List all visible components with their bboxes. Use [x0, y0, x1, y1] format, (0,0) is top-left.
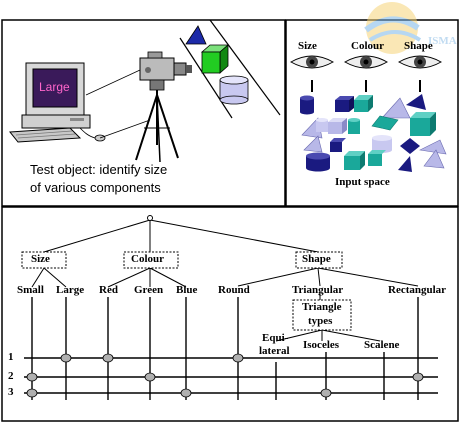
- tree-row-lines: [24, 357, 438, 394]
- input-space-label: Input space: [335, 176, 390, 188]
- shape-navy-cube: [335, 96, 354, 112]
- shape-lavender-cylinder-small: [316, 118, 328, 132]
- row-label-3: 3: [8, 386, 14, 398]
- group-label-shape: Shape: [302, 253, 331, 265]
- node-small-row2: [26, 372, 38, 382]
- shape-teal-cube-large: [410, 112, 436, 136]
- shape-navy-triangle-2: [398, 156, 412, 172]
- triangle-types-label-line2: types: [308, 315, 333, 327]
- shape-navy-small-cube: [330, 138, 346, 152]
- shape-teal-cube-3: [368, 150, 386, 166]
- node-isoceles-row3: [320, 388, 332, 398]
- node-red-row1: [102, 353, 114, 363]
- row-label-1: 1: [8, 351, 14, 363]
- group-label-colour: Colour: [131, 253, 164, 265]
- shape-navy-cylinder-large: [306, 152, 330, 172]
- size-eye-icon: [289, 55, 335, 92]
- row-label-2: 2: [8, 370, 14, 382]
- camera-tripod-icon: [85, 51, 192, 163]
- node-blue-row3: [180, 388, 192, 398]
- shape-group-box: [295, 251, 343, 269]
- value-label-red: Red: [99, 284, 118, 296]
- shape-teal-cube: [354, 95, 373, 112]
- group-label-size: Size: [31, 253, 50, 265]
- feature-label-shape: Shape: [404, 40, 433, 52]
- size-group-box: [21, 251, 67, 269]
- watermark-text: ISMA: [428, 35, 457, 47]
- value-label-triangular: Triangular: [292, 284, 344, 296]
- tree-vertical-lines: [31, 297, 419, 400]
- node-round-row1: [232, 353, 244, 363]
- node-large-row1: [60, 353, 72, 363]
- colour-group-box: [123, 251, 179, 269]
- subtype-label-scalene: Scalene: [364, 339, 400, 351]
- subtype-label-equilateral-line2: lateral: [259, 345, 290, 357]
- tree-root-node: [147, 215, 153, 221]
- subtype-label-equilateral-line1: Equi-: [262, 332, 289, 344]
- feature-label-colour: Colour: [351, 40, 384, 52]
- panel-test-object: [1, 19, 286, 207]
- monitor-screen-text: Large: [39, 80, 70, 94]
- shape-lavender-cube: [328, 118, 347, 134]
- watermark-logo: ISMA: [364, 2, 457, 54]
- panel-feature-tree: [1, 206, 459, 422]
- value-label-round: Round: [218, 284, 250, 296]
- shape-navy-diamond: [400, 138, 420, 154]
- shape-lavender-triangle: [381, 97, 411, 119]
- input-space-shapes: [300, 94, 447, 172]
- node-rectangular-row2: [412, 372, 424, 382]
- shape-lavender-triangle-2: [303, 135, 323, 153]
- test-object-caption-line2: of various components: [30, 180, 161, 195]
- value-label-large: Large: [56, 284, 85, 296]
- row-nodes: [26, 353, 424, 398]
- computer-icon: [9, 62, 106, 143]
- node-green-row2: [144, 372, 156, 382]
- shape-navy-triangle: [406, 94, 426, 110]
- shape-lavender-triangle-3: [423, 149, 445, 169]
- shape-eye-icon: [397, 55, 443, 92]
- shape-teal-cube-2: [344, 151, 365, 170]
- value-label-green: Green: [134, 284, 164, 296]
- lavender-cylinder-object: [219, 75, 249, 105]
- test-object-caption-line1: Test object: identify size: [30, 162, 168, 177]
- green-cube-object: [200, 44, 230, 74]
- value-label-blue: Blue: [176, 284, 198, 296]
- shape-lavender-wedge: [419, 139, 447, 155]
- tree-lines: [31, 219, 419, 342]
- value-label-rectangular: Rectangular: [388, 284, 447, 296]
- node-small-row3: [26, 388, 38, 398]
- subtype-label-isoceles: Isoceles: [303, 339, 340, 351]
- triangle-types-label-line1: Triangle: [302, 301, 342, 313]
- triangle-types-box: [292, 299, 352, 331]
- colour-eye-icon: [343, 55, 389, 92]
- test-objects-stage: [179, 19, 281, 119]
- shape-navy-cylinder: [300, 95, 314, 115]
- eye-icons: [289, 55, 443, 92]
- feature-label-size: Size: [298, 40, 317, 52]
- blue-triangle-object: [185, 25, 207, 45]
- shape-teal-prism: [371, 115, 399, 131]
- value-label-small: Small: [17, 284, 44, 296]
- shape-teal-cylinder: [348, 118, 360, 134]
- monitor-screen: [32, 68, 78, 108]
